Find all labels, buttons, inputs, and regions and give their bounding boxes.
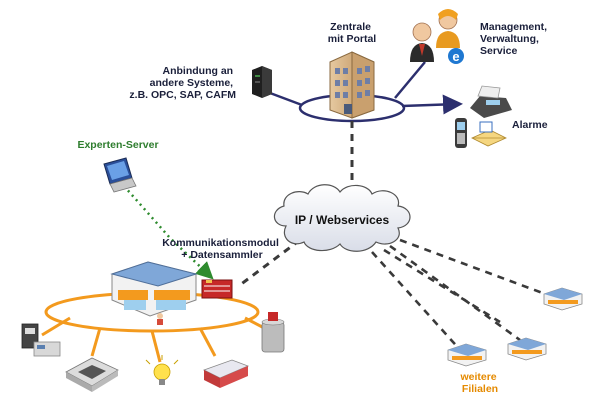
spoke-hvac: [90, 327, 102, 357]
email-icon: [471, 121, 507, 147]
zentrale-label: Zentrale mit Portal: [328, 21, 377, 45]
line-expert-module: [123, 185, 214, 280]
cloud-label: IP / Webservices: [295, 213, 390, 227]
line-cloud-filiale-4: [383, 248, 501, 324]
freezer-icon: [202, 359, 250, 388]
ip-cloud: IP / Webservices: [273, 184, 411, 252]
light-bulb-icon: [145, 355, 179, 385]
communication-module-icon: [201, 279, 233, 299]
kommunikation-label: Kommunikationsmodul + Datensammler: [162, 237, 282, 261]
anbindung-label: Anbindung an andere Systeme, z.B. OPC, S…: [129, 65, 236, 101]
line-to-alarme: [401, 94, 463, 115]
server-icon: [252, 66, 272, 98]
line-to-management: [394, 61, 426, 99]
spoke-meter: [41, 316, 71, 337]
gas-cylinder-icon: [261, 312, 285, 353]
mobile-phone-icon: [455, 118, 467, 148]
svg-text:e: e: [452, 49, 459, 64]
filiale-icon-2: [507, 337, 547, 361]
filiale-icon-3: [543, 287, 583, 311]
store-building-icon: [110, 261, 198, 325]
line-cloud-filiale-3: [399, 238, 557, 300]
monitor-icon: [103, 157, 137, 193]
line-cloud-filiale-1: [371, 251, 463, 353]
filialen-label: weitere Filialen: [459, 371, 499, 395]
spoke-freezer: [198, 327, 217, 357]
cloud-shape-icon: [273, 184, 411, 252]
filiale-icon-1: [447, 343, 487, 367]
alarme-label: Alarme: [512, 119, 548, 131]
line-to-server: [269, 91, 303, 107]
spoke-bulb: [150, 330, 162, 363]
office-building-icon: [329, 51, 375, 119]
ceiling-ac-icon: [65, 357, 119, 392]
management-label: Management, Verwaltung, Service: [480, 21, 550, 57]
fax-icon: [470, 85, 512, 118]
experten-server-label: Experten-Server: [77, 139, 158, 151]
electricity-meter-icon: [21, 323, 61, 357]
internet-explorer-icon: e: [448, 48, 464, 64]
users-icon: [410, 9, 460, 62]
